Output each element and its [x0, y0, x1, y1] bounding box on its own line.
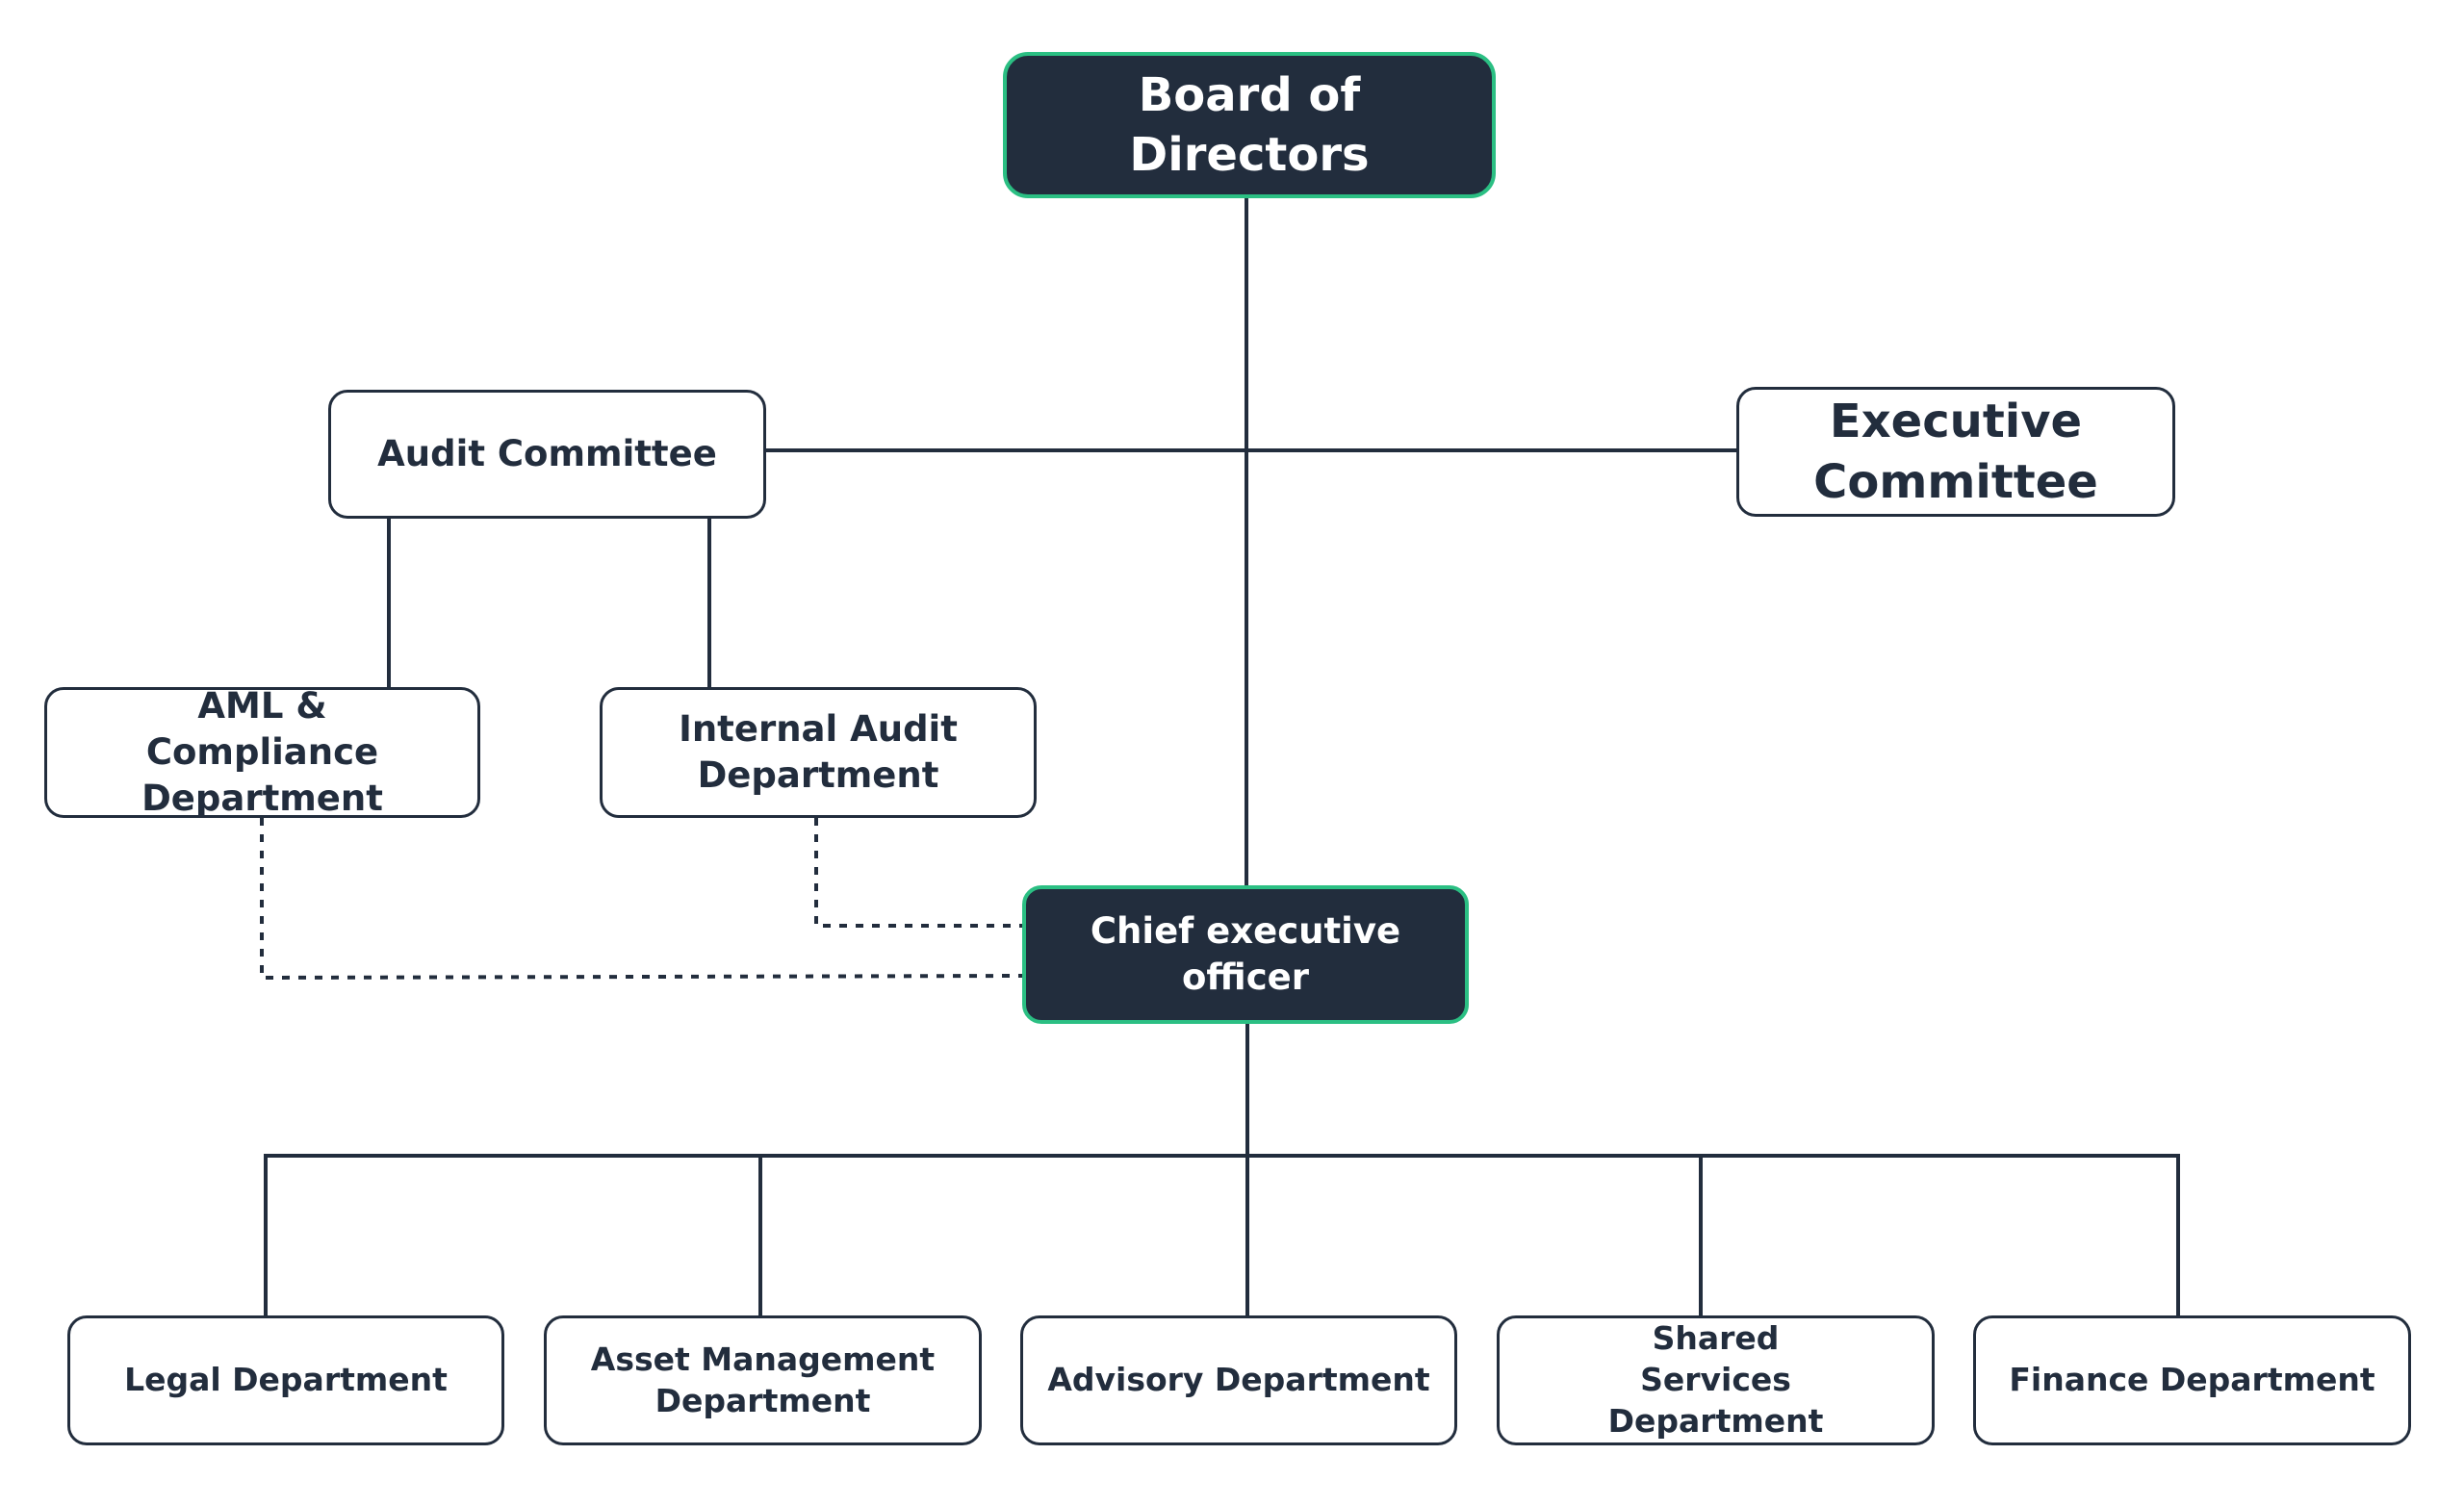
- node-board-of-directors[interactable]: Board of Directors: [1003, 52, 1496, 198]
- node-label: Board of Directors: [1129, 67, 1370, 182]
- node-label: Audit Committee: [377, 432, 717, 474]
- node-label: Legal Department: [124, 1361, 448, 1399]
- node-label: AML & Compliance Department: [141, 684, 383, 820]
- node-asset-management-department[interactable]: Asset Management Department: [544, 1315, 982, 1445]
- node-advisory-department[interactable]: Advisory Department: [1020, 1315, 1457, 1445]
- node-legal-department[interactable]: Legal Department: [67, 1315, 504, 1445]
- node-label: Executive Committee: [1813, 395, 2098, 509]
- dotted-connector-aml-ceo: [260, 818, 1025, 981]
- node-aml-compliance[interactable]: AML & Compliance Department: [44, 685, 480, 819]
- node-label: Chief executive officer: [1090, 909, 1401, 998]
- node-label: Asset Management Department: [590, 1340, 936, 1419]
- node-executive-committee[interactable]: Executive Committee: [1736, 387, 2175, 517]
- node-label: Shared Services Department: [1607, 1319, 1824, 1440]
- node-audit-committee[interactable]: Audit Committee: [328, 390, 766, 519]
- node-shared-services-department[interactable]: Shared Services Department: [1497, 1315, 1935, 1445]
- node-finance-department[interactable]: Finance Department: [1973, 1315, 2411, 1445]
- node-label: Advisory Department: [1047, 1361, 1430, 1399]
- node-label: Finance Department: [2009, 1361, 2375, 1399]
- node-internal-audit[interactable]: Internal Audit Department: [600, 687, 1037, 818]
- dotted-connector-internal-audit-ceo: [814, 818, 1024, 928]
- node-chief-executive-officer[interactable]: Chief executive officer: [1022, 885, 1469, 1024]
- node-label: Internal Audit Department: [679, 707, 958, 796]
